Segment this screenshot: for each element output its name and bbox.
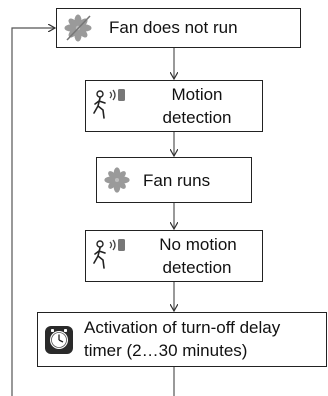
step-motion-detection: Motion detection bbox=[85, 80, 263, 132]
step-label-line1: Motion bbox=[171, 85, 223, 104]
step-label-line1: No motion bbox=[159, 235, 237, 254]
step-fan-stopped: Fan does not run bbox=[56, 8, 301, 48]
step-label-line2: detection bbox=[162, 108, 232, 127]
step-label-line2: timer (2…30 minutes) bbox=[84, 341, 248, 360]
motion-sensor-icon bbox=[93, 89, 125, 119]
step-label-line2: detection bbox=[162, 258, 232, 277]
step-label: Fan does not run bbox=[109, 18, 238, 37]
step-turn-off-delay-timer: Activation of turn-off delay timer (2…30… bbox=[37, 312, 327, 367]
timer-clock-icon bbox=[45, 326, 73, 354]
step-label: Fan runs bbox=[143, 171, 211, 190]
step-no-motion-detection: No motion detection bbox=[85, 230, 263, 282]
fan-crossed-icon bbox=[64, 14, 92, 42]
fan-icon bbox=[104, 167, 130, 193]
loop-back-arrow bbox=[11, 28, 55, 396]
motion-sensor-icon bbox=[93, 239, 125, 269]
step-fan-runs: Fan runs bbox=[96, 157, 252, 203]
step-label-line1: Activation of turn-off delay bbox=[84, 318, 281, 337]
